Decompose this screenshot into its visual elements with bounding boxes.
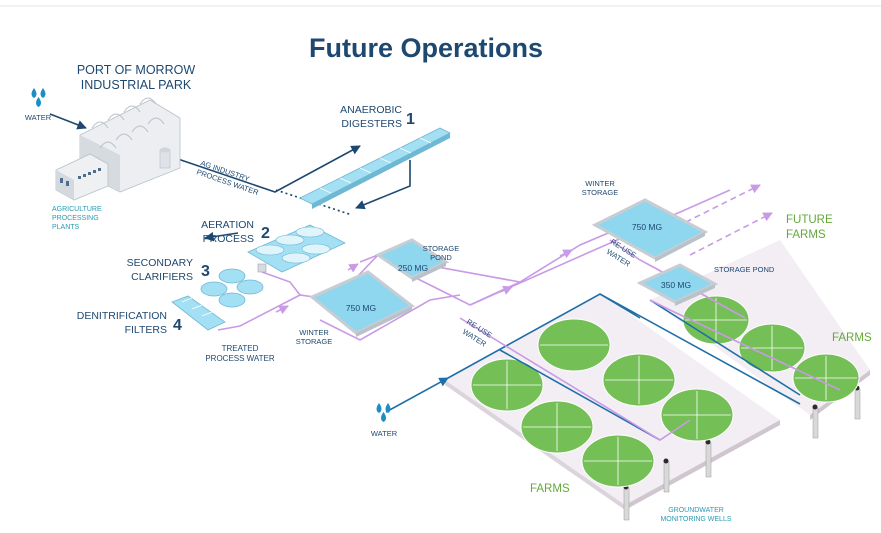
port-label-line2: INDUSTRIAL PARK <box>81 78 192 92</box>
water-label-bottom: WATER <box>371 429 398 438</box>
treated-label-line1: TREATED <box>222 344 259 353</box>
water-drop-icon <box>31 88 46 107</box>
port-label-line1: PORT OF MORROW <box>77 63 195 77</box>
denitrification-label-line2: FILTERS <box>125 324 167 336</box>
water-label-top: WATER <box>25 113 52 122</box>
pond-750mg-east <box>591 198 709 262</box>
industrial-process-flow <box>49 113 411 242</box>
ag-plants-label-line1: AGRICULTURE <box>52 206 102 213</box>
diagram-title: Future Operations <box>309 33 543 63</box>
groundwater-label-line1: GROUNDWATER <box>668 507 724 514</box>
winter-storage-east-label-line1: WINTER <box>585 179 615 188</box>
step-number-1: 1 <box>406 111 415 128</box>
winter-storage-west-label-line1: WINTER <box>299 328 329 337</box>
pond-250mg <box>374 238 450 282</box>
anaerobic-digesters <box>299 127 451 209</box>
water-supply-pipes <box>385 293 801 441</box>
farms-east-label: FARMS <box>832 332 872 344</box>
digesters-label-line2: DIGESTERS <box>341 118 402 130</box>
pivot-lines <box>473 298 857 485</box>
future-farms-label-line1: FUTURE <box>786 214 833 226</box>
ag-plants-label-line3: PLANTS <box>52 224 80 231</box>
step-number-2: 2 <box>261 225 270 242</box>
pond-350mg-volume: 350 MG <box>661 280 691 290</box>
reuse-flow-arrows <box>275 249 573 315</box>
pond-750mg-west-volume: 750 MG <box>346 303 376 313</box>
storage-pond-east-label: STORAGE POND <box>714 265 775 274</box>
future-farms-label-line2: FARMS <box>786 229 826 241</box>
ag-plants-label-line2: PROCESSING <box>52 215 99 222</box>
water-drop-icon-bottom <box>376 403 391 422</box>
winter-storage-east-label-line2: STORAGE <box>582 188 619 197</box>
pond-750mg-east-volume: 750 MG <box>632 222 662 232</box>
denitrification-filters <box>171 295 226 331</box>
storage-pond-west-label-line1: STORAGE <box>423 244 460 253</box>
step-number-3: 3 <box>201 263 210 280</box>
industrial-buildings <box>55 97 181 201</box>
pond-350mg <box>636 263 719 306</box>
pond-750mg-west <box>309 270 415 337</box>
storage-pond-west-label-line2: POND <box>430 253 452 262</box>
groundwater-label-line2: MONITORING WELLS <box>660 516 731 523</box>
farms-west-label: FARMS <box>530 483 570 495</box>
digesters-label-line1: ANAEROBIC <box>340 104 402 116</box>
pond-250mg-volume: 250 MG <box>398 263 428 273</box>
aeration-label-line2: PROCESS <box>203 233 254 245</box>
aeration-tanks <box>247 224 346 273</box>
winter-storage-west-label-line2: STORAGE <box>296 337 333 346</box>
denitrification-label-line1: DENITRIFICATION <box>77 310 167 322</box>
aeration-label-line1: AERATION <box>201 219 254 231</box>
clarifiers-label-line1: SECONDARY <box>127 257 193 269</box>
step-number-4: 4 <box>173 317 182 334</box>
treated-label-line2: PROCESS WATER <box>205 354 275 363</box>
secondary-clarifiers <box>200 268 264 308</box>
clarifiers-label-line2: CLARIFIERS <box>131 271 193 283</box>
